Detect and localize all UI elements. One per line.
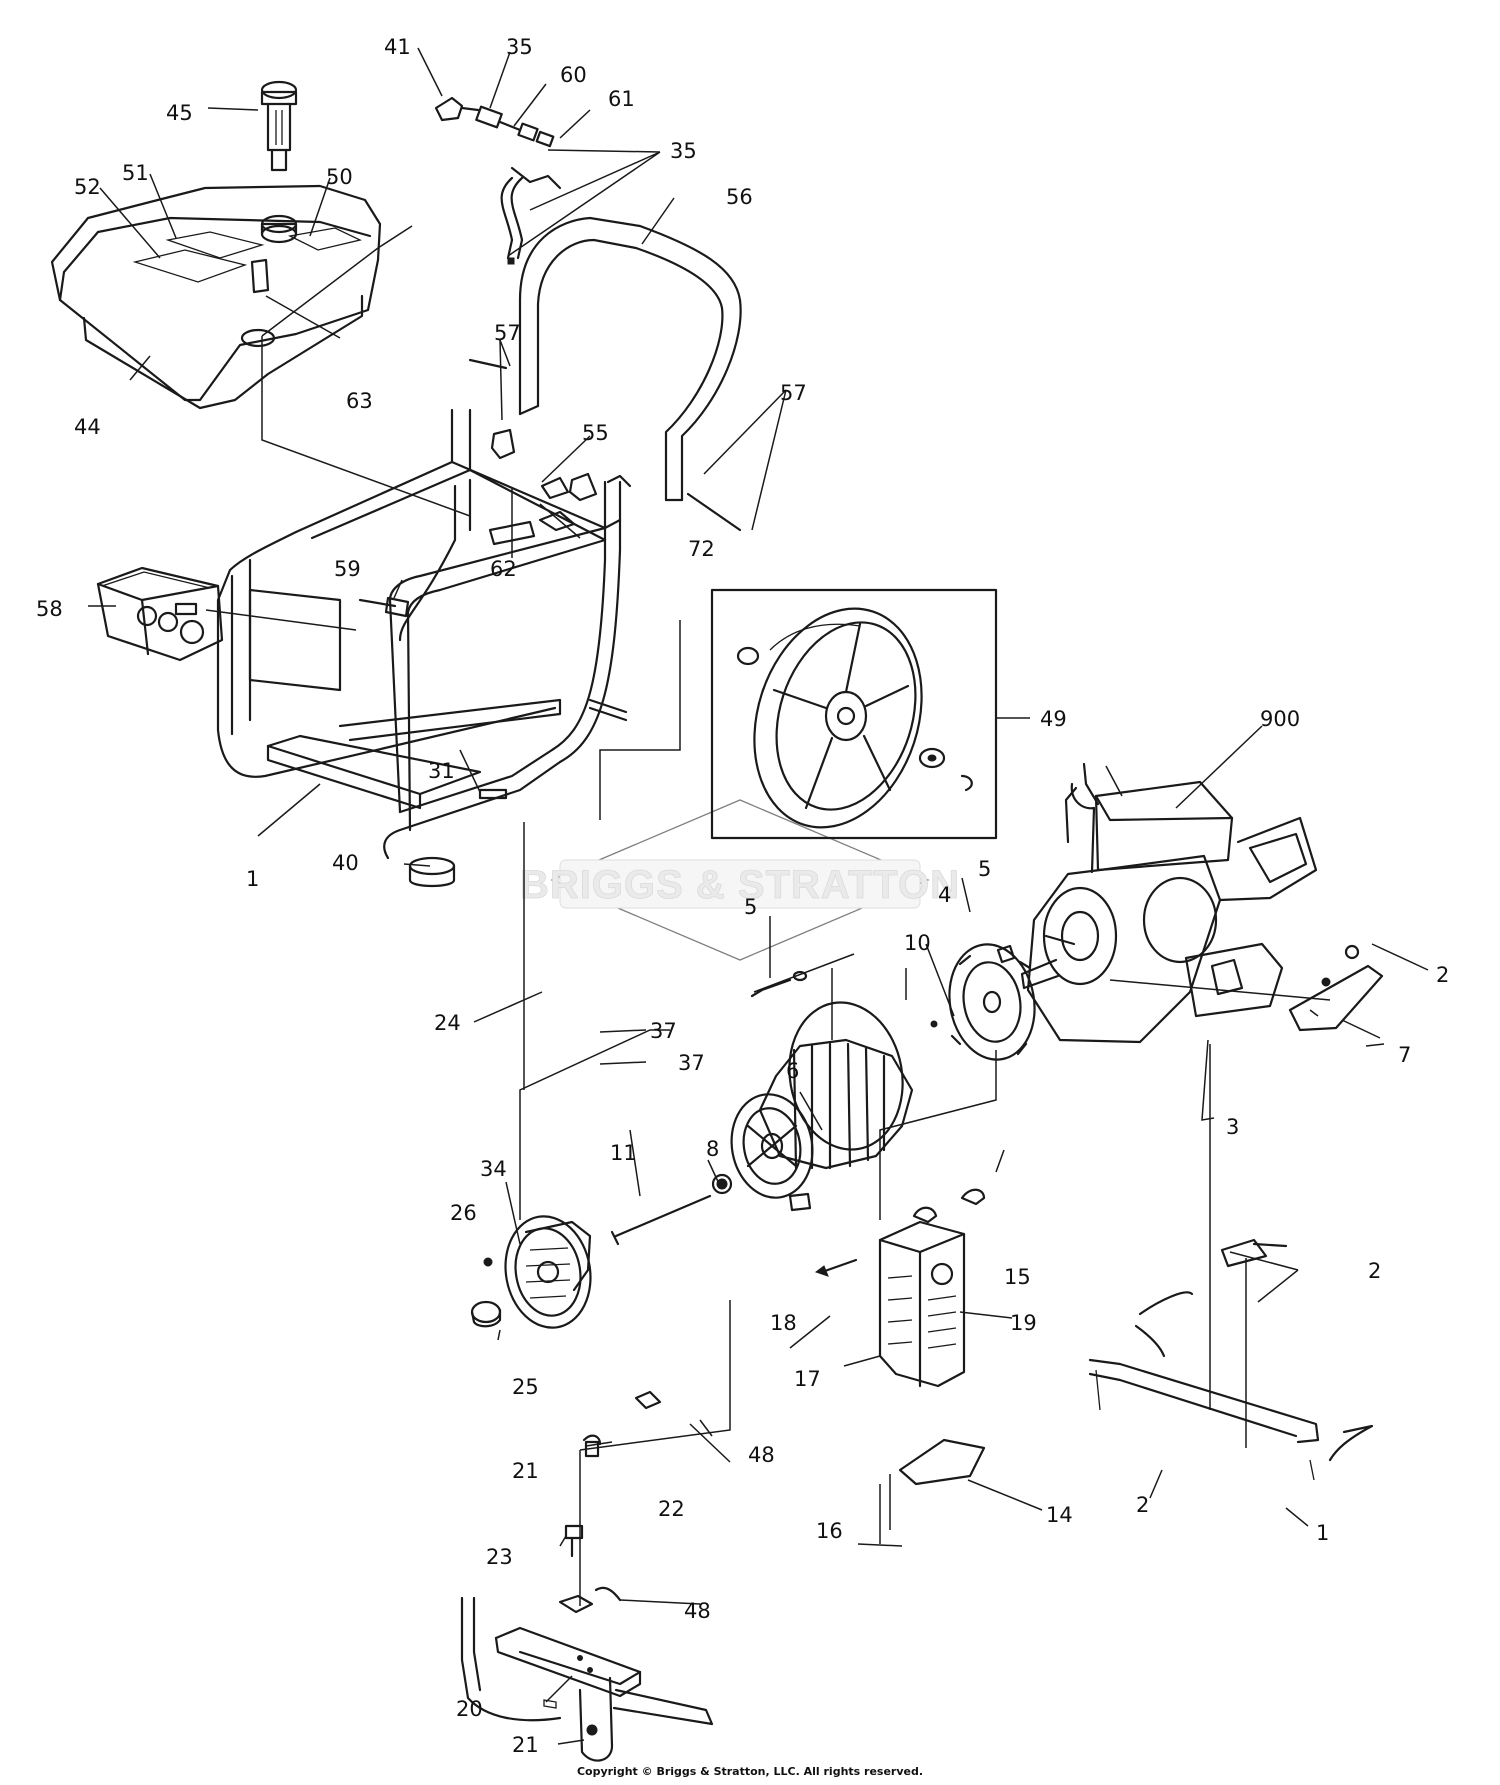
wheel-axle <box>588 698 628 722</box>
callout-5-left: 5 <box>744 895 757 919</box>
callout-61: 61 <box>608 87 635 111</box>
callout-60: 60 <box>560 63 587 87</box>
engine-mount-bracket <box>1288 944 1384 1032</box>
base-fasteners <box>558 1390 662 1736</box>
callout-8: 8 <box>706 1137 719 1161</box>
rear-cover <box>470 1300 502 1328</box>
callout-62: 62 <box>490 557 517 581</box>
wheel <box>753 607 923 829</box>
callout-31: 31 <box>428 759 455 783</box>
callout-57-right: 57 <box>780 381 807 405</box>
callout-37-upper: 37 <box>650 1019 677 1043</box>
callout-50: 50 <box>326 165 353 189</box>
callout-10: 10 <box>904 931 931 955</box>
callout-48-upper: 48 <box>748 1443 775 1467</box>
through-bolt <box>610 1194 712 1246</box>
engine-crankshaft <box>1020 958 1060 990</box>
fuel-valve-and-line <box>434 96 562 265</box>
callout-labels: 41 35 60 61 35 45 52 51 50 56 57 57 63 4… <box>36 35 1449 1757</box>
rubber-foot <box>408 856 456 888</box>
fuel-gauge <box>260 80 298 172</box>
callout-21-lower: 21 <box>512 1733 539 1757</box>
callout-6: 6 <box>786 1059 799 1083</box>
callout-22: 22 <box>658 1497 685 1521</box>
callout-57-left: 57 <box>494 321 521 345</box>
callout-52: 52 <box>74 175 101 199</box>
callout-59: 59 <box>334 557 361 581</box>
callout-56: 56 <box>726 185 753 209</box>
callout-11: 11 <box>610 1141 637 1165</box>
callout-1-front: 1 <box>1316 1521 1329 1545</box>
callout-900: 900 <box>1260 707 1300 731</box>
base-frame <box>460 1596 714 1762</box>
callout-2-right: 2 <box>1436 963 1449 987</box>
callout-21-upper: 21 <box>512 1459 539 1483</box>
callout-15: 15 <box>1004 1265 1031 1289</box>
callout-23: 23 <box>486 1545 513 1569</box>
callout-37-lower: 37 <box>678 1051 705 1075</box>
callout-45: 45 <box>166 101 193 125</box>
wheel-washers <box>736 646 973 792</box>
callout-3: 3 <box>1226 1115 1239 1139</box>
small-fasteners <box>483 944 1016 1267</box>
callout-48-lower: 48 <box>684 1599 711 1623</box>
callout-1-frame: 1 <box>246 867 259 891</box>
wheel-kit-box <box>710 588 998 840</box>
callout-26: 26 <box>450 1201 477 1225</box>
callout-5-right: 5 <box>978 857 991 881</box>
watermark-logo: BRIGGS & STRATTON <box>520 799 960 961</box>
fuel-tank-bracket <box>250 258 270 294</box>
callout-25: 25 <box>512 1375 539 1399</box>
vibration-mount <box>1220 1238 1288 1268</box>
callout-16: 16 <box>816 1519 843 1543</box>
callout-35-hose: 35 <box>670 139 697 163</box>
callout-2-mount: 2 <box>1368 1259 1381 1283</box>
control-panel <box>96 566 224 662</box>
callout-18: 18 <box>770 1311 797 1335</box>
rear-bearing-carrier <box>504 1215 592 1329</box>
handle-knob-left <box>490 428 516 460</box>
callout-55: 55 <box>582 421 609 445</box>
callout-4: 4 <box>938 883 951 907</box>
callout-7: 7 <box>1398 1043 1411 1067</box>
callout-44: 44 <box>74 415 101 439</box>
callout-14: 14 <box>1046 1503 1073 1527</box>
watermark-text: BRIGGS & STRATTON <box>520 863 960 907</box>
muffler-gaskets-and-bolts <box>814 1188 986 1277</box>
frame <box>216 408 632 860</box>
callout-2-base: 2 <box>1136 1493 1149 1517</box>
callout-24: 24 <box>434 1011 461 1035</box>
fuel-cap <box>260 214 298 244</box>
engine-adapter <box>948 943 1036 1061</box>
callout-63: 63 <box>346 389 373 413</box>
handle <box>518 216 742 502</box>
copyright-notice: Copyright © Briggs & Stratton, LLC. All … <box>576 1765 924 1778</box>
frame-fastener <box>358 596 410 618</box>
callout-35-top: 35 <box>506 35 533 59</box>
callout-51: 51 <box>122 161 149 185</box>
front-frame-section <box>1088 1291 1374 1481</box>
muffler <box>878 1220 966 1388</box>
muffler-bracket <box>898 1438 986 1486</box>
callout-34: 34 <box>480 1157 507 1181</box>
handle-knob-right <box>568 472 598 502</box>
callout-41: 41 <box>384 35 411 59</box>
fuel-tank <box>50 184 382 410</box>
callout-49: 49 <box>1040 707 1067 731</box>
callout-58: 58 <box>36 597 63 621</box>
rotor <box>730 1093 814 1212</box>
stator <box>758 1001 914 1170</box>
callout-19: 19 <box>1010 1311 1037 1335</box>
callout-40: 40 <box>332 851 359 875</box>
engine <box>1026 762 1318 1044</box>
callout-72: 72 <box>688 537 715 561</box>
leader-lines <box>88 47 1429 1745</box>
callout-20: 20 <box>456 1697 483 1721</box>
callout-17: 17 <box>794 1367 821 1391</box>
